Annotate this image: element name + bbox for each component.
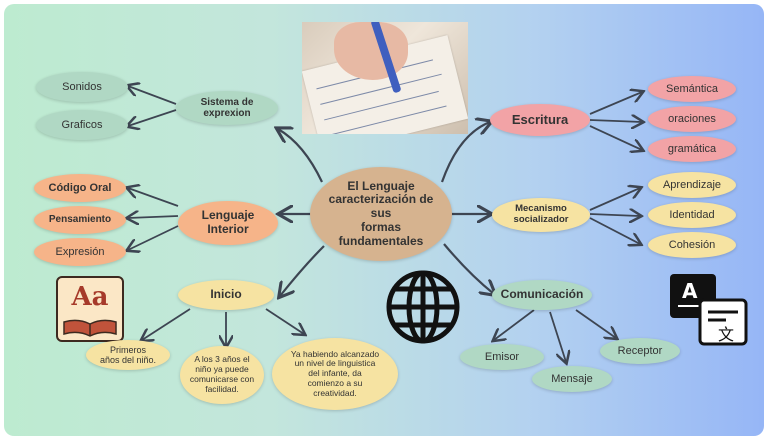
inicio-child-2-line-2: niño ya puede (195, 364, 249, 375)
pensamiento-label: Pensamiento (48, 214, 112, 226)
center-node: El Lenguaje caracterización de sus forma… (310, 167, 452, 261)
identidad-label: Identidad (669, 208, 715, 221)
expresion-label: Expresión (55, 245, 105, 258)
mensaje-node: Mensaje (532, 366, 612, 392)
mecanismo-line-2: socializador (513, 214, 569, 225)
inicio-child-2-line-4: facilidad. (205, 383, 239, 394)
graficos-label: Graficos (61, 118, 103, 131)
inicio-child-1-line-2: años del niño. (99, 355, 157, 365)
inicio-child-3-line-3: del infante, da (308, 368, 362, 379)
center-line-5: fundamentales (338, 233, 424, 248)
inicio-child-2-line-1: A los 3 años el (194, 354, 250, 365)
center-line-3: sus (370, 206, 392, 221)
mind-map-canvas: El Lenguaje caracterización de sus forma… (4, 4, 764, 436)
connector-arrows (4, 4, 764, 436)
receptor-label: Receptor (617, 344, 663, 357)
inicio-child-2-line-3: comunicarse con (189, 374, 255, 384)
inicio-child-3-line-2: un nivel de linguistica (294, 358, 376, 369)
dictionary-icon: Aa (56, 276, 124, 342)
mecanismo-node: Mecanismo socializador (492, 198, 590, 232)
comunicacion-label: Comunicación (500, 287, 584, 302)
inicio-child-1: Primeros años del niño. (86, 340, 170, 370)
interior-line-2: Interior (207, 222, 249, 236)
inicio-child-2: A los 3 años el niño ya puede comunicars… (180, 346, 264, 404)
oraciones-label: oraciones (668, 112, 716, 125)
oraciones-node: oraciones (648, 106, 736, 132)
codigo-oral-label: Código Oral (48, 181, 112, 194)
gramatica-label: gramática (667, 142, 717, 155)
identidad-node: Identidad (648, 202, 736, 228)
sistema-node: Sistema de exprexion (176, 91, 278, 125)
sistema-line-1: Sistema de (200, 96, 254, 108)
center-line-1: El Lenguaje (347, 178, 415, 193)
hand-icon (334, 22, 408, 80)
inicio-child-3-line-4: comienzo a su (307, 377, 363, 388)
sonidos-node: Sonidos (36, 72, 128, 102)
expresion-node: Expresión (34, 238, 126, 266)
semantica-label: Semántica (666, 82, 718, 95)
escritura-node: Escritura (490, 104, 590, 136)
receptor-node: Receptor (600, 338, 680, 364)
comunicacion-node: Comunicación (492, 280, 592, 310)
sonidos-label: Sonidos (62, 80, 102, 93)
inicio-child-3-line-1: Ya habiendo alcanzado (290, 348, 380, 359)
interior-line-1: Lenguaje (201, 208, 255, 223)
globe-icon (386, 270, 460, 344)
translate-icon: A 文 (670, 274, 748, 346)
interior-node: Lenguaje Interior (178, 201, 278, 245)
center-line-4: formas (360, 219, 401, 234)
svg-text:A: A (682, 279, 698, 303)
cohesion-node: Cohesión (648, 232, 736, 258)
center-line-2: caracterización de (328, 192, 434, 207)
mecanismo-line-1: Mecanismo (515, 203, 567, 215)
aprendizaje-node: Aprendizaje (648, 172, 736, 198)
mensaje-label: Mensaje (551, 372, 593, 385)
gramatica-node: gramática (648, 136, 736, 162)
writing-photo (302, 22, 468, 134)
semantica-node: Semántica (648, 76, 736, 102)
aprendizaje-label: Aprendizaje (662, 178, 722, 191)
svg-text:文: 文 (718, 325, 734, 344)
inicio-label: Inicio (210, 287, 242, 302)
emisor-label: Emisor (484, 350, 520, 363)
sistema-line-2: exprexion (203, 108, 251, 119)
emisor-node: Emisor (460, 344, 544, 370)
cohesion-label: Cohesión (668, 238, 716, 251)
codigo-oral-node: Código Oral (34, 174, 126, 202)
inicio-child-3-line-5: creatividad. (313, 387, 357, 398)
escritura-label: Escritura (511, 111, 569, 127)
dictionary-letters: Aa (71, 282, 109, 312)
pensamiento-node: Pensamiento (34, 206, 126, 234)
graficos-node: Graficos (36, 110, 128, 140)
inicio-node: Inicio (178, 280, 274, 310)
inicio-child-1-line-1: Primeros (109, 344, 146, 355)
inicio-child-3: Ya habiendo alcanzado un nivel de lingui… (272, 338, 398, 410)
